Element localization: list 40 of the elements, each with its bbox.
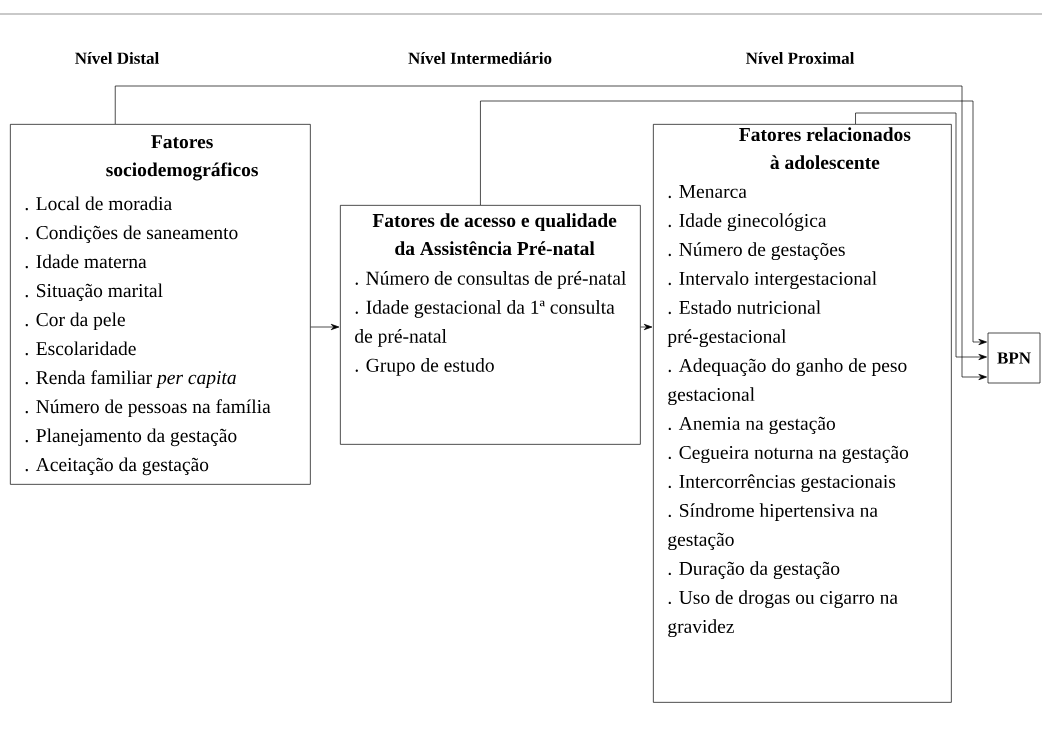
list-item: . Idade materna — [25, 254, 147, 269]
level-heading: Nível Distal — [75, 52, 159, 64]
factor-box — [653, 124, 952, 703]
level-heading: Nível Proximal — [745, 52, 855, 64]
box-heading: Fatores sociodemográficos — [106, 135, 258, 181]
list-item: . Número de consultas de pré-natal — [355, 271, 626, 289]
level-heading: Nível Intermediário — [408, 52, 552, 64]
list-item: . Número de gestações — [668, 242, 845, 261]
list-item: . Escolaridade — [25, 341, 136, 356]
list-item: . Cegueira noturna na gestação — [668, 445, 909, 464]
list-item: . Menarca — [668, 185, 747, 199]
arrow — [855, 112, 987, 361]
arrow — [114, 85, 987, 381]
list-item: . Planejamento da gestação — [25, 428, 237, 447]
arrow — [310, 323, 340, 331]
list-item: . Síndrome hipertensiva na gestação — [668, 503, 878, 551]
list-item: . Condições de saneamento — [25, 225, 238, 244]
list-item: . Aceitação da gestação — [25, 457, 209, 476]
arrow — [480, 100, 987, 346]
list-item: . Intervalo intergestacional — [668, 271, 877, 290]
arrow — [640, 323, 653, 331]
list-item: . Número de pessoas na família — [25, 399, 271, 418]
factor-box — [10, 124, 311, 485]
box-heading: Fatores de acesso e qualidade da Assistência Pré-natal — [372, 213, 617, 256]
factor-box — [340, 205, 641, 445]
list-item: . Situação marital — [25, 283, 163, 302]
list-item: . Anemia na gestação — [668, 416, 835, 435]
box-heading: Fatores relacionados à adolescente — [739, 127, 911, 170]
list-item: . Uso de drogas ou cigarro na gravidez — [668, 590, 898, 638]
list-item: . Duração da gestação — [668, 561, 840, 580]
list-item: . Renda familiar per capita — [25, 370, 236, 389]
list-item: . Cor da pele — [25, 312, 125, 331]
list-item: . Adequação do ganho de peso gestacional — [668, 358, 907, 406]
list-item: . Idade ginecológica — [668, 213, 827, 232]
outcome-box: BPN — [987, 332, 1041, 384]
list-item: . Local de moradia — [25, 196, 172, 211]
list-item: . Grupo de estudo — [355, 358, 494, 376]
list-item: . Estado nutricional pré-gestacional — [667, 300, 821, 348]
list-item: . Intercorrências gestacionais — [668, 474, 896, 493]
list-item: . Idade gestacional da 1ª consulta de pré-natal — [355, 300, 615, 347]
